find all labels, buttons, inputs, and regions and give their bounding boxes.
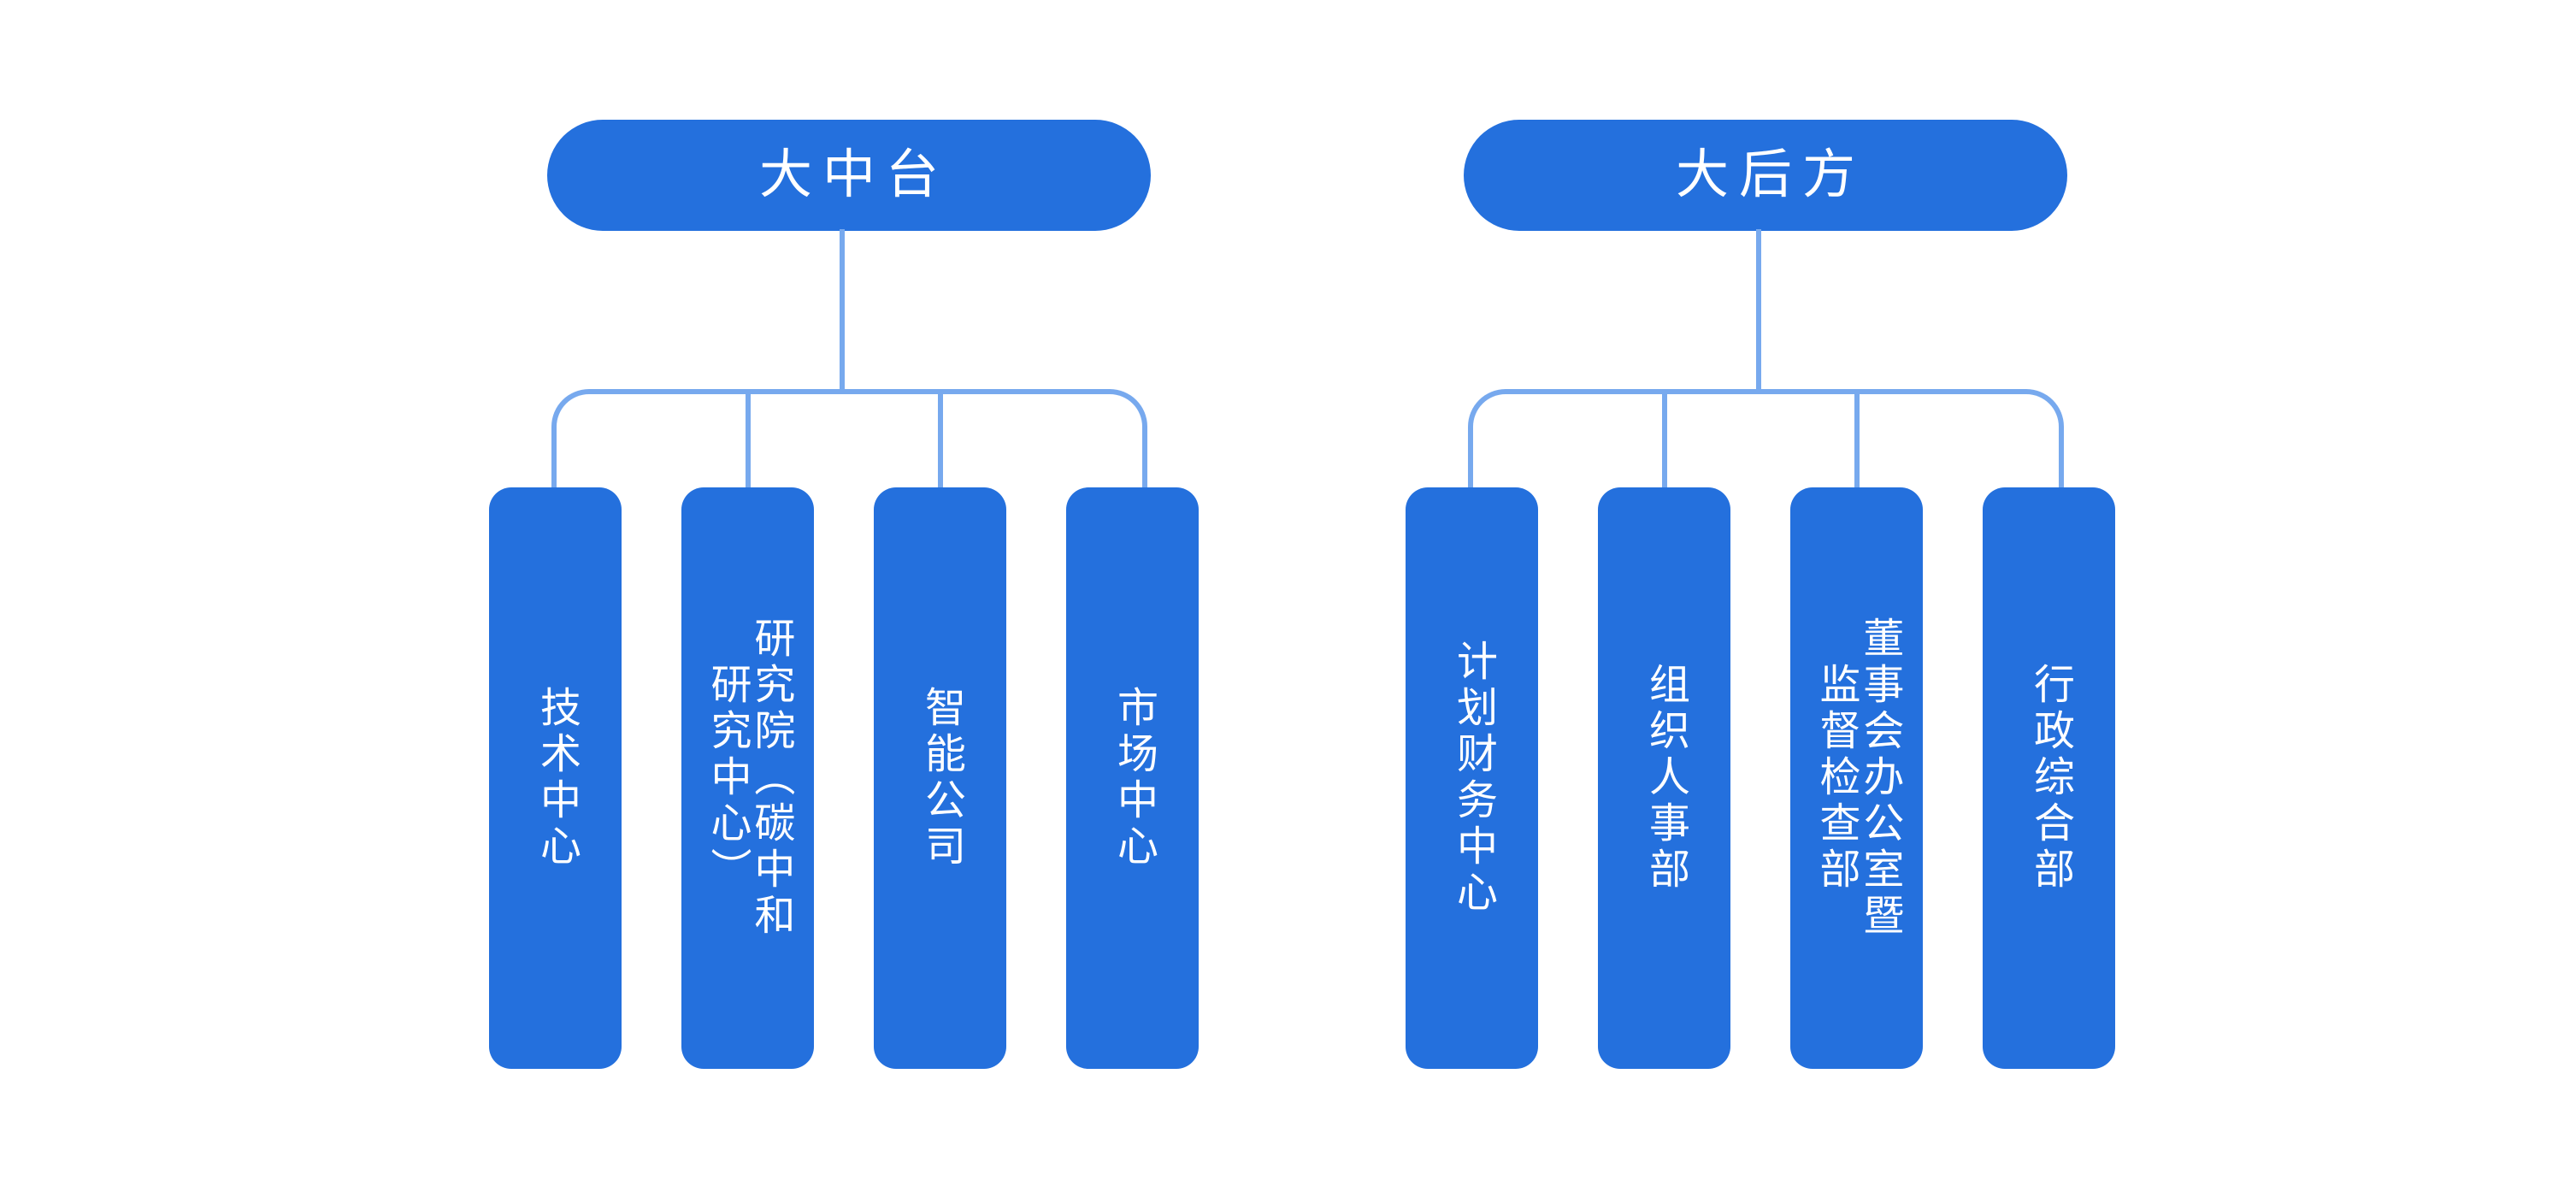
connector-drop-houfang-3 bbox=[1854, 392, 1860, 490]
node-label: 董事会办公室暨监督检查部 bbox=[1813, 617, 1902, 940]
node-label-wrap: 计划财务中心 bbox=[1406, 487, 1538, 1069]
node-label-wrap: 董事会办公室暨监督检查部 bbox=[1790, 487, 1923, 1069]
node-label-wrap: 市场中心 bbox=[1066, 487, 1199, 1069]
node-label-wrap: 研究院（碳中和研究中心） bbox=[681, 487, 814, 1069]
node-label: 行政综合部 bbox=[2026, 663, 2072, 894]
node-label: 组织人事部 bbox=[1642, 663, 1688, 894]
connector-stem-houfang bbox=[1756, 229, 1761, 392]
node-shichang-zhongxin[interactable]: 市场中心 bbox=[1066, 487, 1199, 1069]
connector-drop-houfang-2 bbox=[1662, 392, 1667, 490]
node-dongshihui-bangongshi[interactable]: 董事会办公室暨监督检查部 bbox=[1790, 487, 1923, 1069]
node-label: 市场中心 bbox=[1110, 686, 1156, 870]
connector-bracket-zhongtai bbox=[551, 389, 1147, 492]
node-label-wrap: 技术中心 bbox=[489, 487, 622, 1069]
connector-bracket-houfang bbox=[1468, 389, 2064, 492]
node-label: 计划财务中心 bbox=[1449, 640, 1495, 917]
connector-drop-zhongtai-2 bbox=[746, 392, 751, 490]
node-label-wrap: 智能公司 bbox=[874, 487, 1006, 1069]
node-label-wrap: 行政综合部 bbox=[1983, 487, 2115, 1069]
group-header-zhongtai[interactable]: 大中台 bbox=[547, 120, 1151, 231]
connector-stem-zhongtai bbox=[840, 229, 845, 392]
node-zhineng-gongsi[interactable]: 智能公司 bbox=[874, 487, 1006, 1069]
group-header-houfang[interactable]: 大后方 bbox=[1464, 120, 2067, 231]
node-label: 智能公司 bbox=[917, 686, 964, 870]
node-label: 研究院（碳中和研究中心） bbox=[704, 617, 793, 940]
node-jihua-caiwu[interactable]: 计划财务中心 bbox=[1406, 487, 1538, 1069]
node-jishu-zhongxin[interactable]: 技术中心 bbox=[489, 487, 622, 1069]
node-label: 技术中心 bbox=[533, 686, 579, 870]
node-xingzheng-zonghe[interactable]: 行政综合部 bbox=[1983, 487, 2115, 1069]
node-label-wrap: 组织人事部 bbox=[1598, 487, 1730, 1069]
node-zuzhi-renshi[interactable]: 组织人事部 bbox=[1598, 487, 1730, 1069]
connector-drop-zhongtai-3 bbox=[938, 392, 943, 490]
node-yanjiuyuan[interactable]: 研究院（碳中和研究中心） bbox=[681, 487, 814, 1069]
